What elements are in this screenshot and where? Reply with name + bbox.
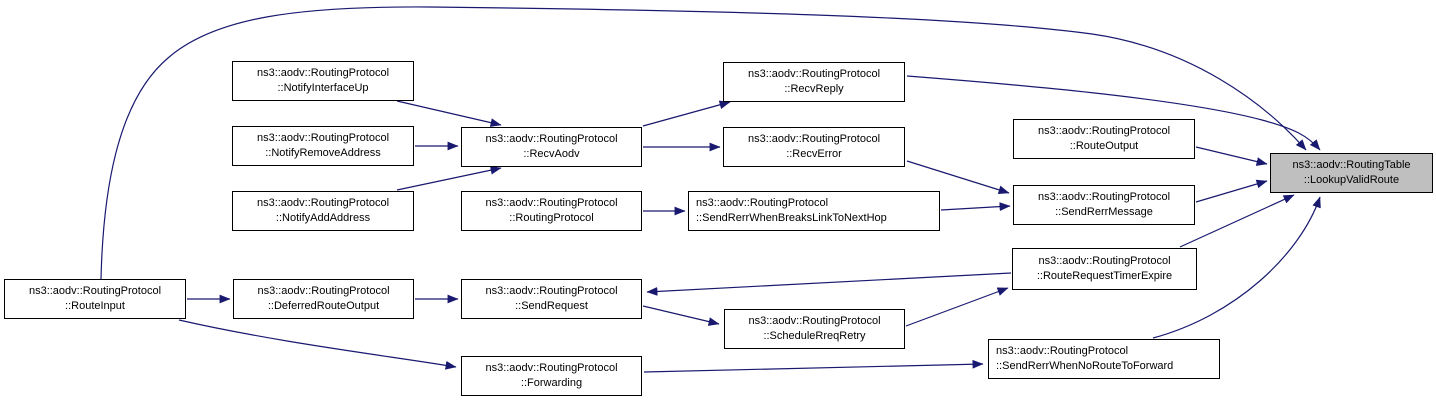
edge-route-input-to-lookup-valid-route <box>100 6 1307 280</box>
node-notify-add-address[interactable]: ns3::aodv::RoutingProtocol ::NotifyAddAd… <box>232 191 414 231</box>
node-label-line2: ::NotifyInterfaceUp <box>277 82 369 94</box>
edge-schedule-rreq-retry-to-route-request-timer-expire <box>905 287 1009 327</box>
node-route-request-timer-expire[interactable]: ns3::aodv::RoutingProtocol ::RouteReques… <box>1012 248 1197 290</box>
node-route-input[interactable]: ns3::aodv::RoutingProtocol ::RouteInput <box>4 279 186 319</box>
node-schedule-rreq-retry[interactable]: ns3::aodv::RoutingProtocol ::ScheduleRre… <box>724 309 905 349</box>
node-label-line1: ns3::aodv::RoutingProtocol <box>696 197 829 209</box>
node-label-line2: ::SendRerrMessage <box>1055 206 1153 218</box>
edge-recv-error-to-send-rerr-message <box>906 160 1010 195</box>
node-label-line2: ::NotifyAddAddress <box>275 212 371 224</box>
node-label-line1: ns3::aodv::RoutingProtocol <box>748 315 881 327</box>
node-recv-reply[interactable]: ns3::aodv::RoutingProtocol ::RecvReply <box>723 62 905 102</box>
node-label-line2: ::RouteOutput <box>1069 140 1139 152</box>
node-label-line2: ::Forwarding <box>520 377 583 389</box>
node-route-output[interactable]: ns3::aodv::RoutingProtocol ::RouteOutput <box>1013 119 1195 159</box>
node-label-line2: ::SendRerrWhenNoRouteToForward <box>996 360 1174 372</box>
node-notify-interface-up[interactable]: ns3::aodv::RoutingProtocol ::NotifyInter… <box>232 61 414 101</box>
edge-recv-reply-to-lookup-valid-route <box>906 75 1321 151</box>
node-notify-remove-address[interactable]: ns3::aodv::RoutingProtocol ::NotifyRemov… <box>232 126 414 166</box>
node-label-line2: ::RecvError <box>786 148 842 160</box>
node-routing-protocol[interactable]: ns3::aodv::RoutingProtocol ::RoutingProt… <box>461 191 642 231</box>
node-label-line1: ns3::aodv::RoutingProtocol <box>747 133 881 145</box>
node-label-line2: ::RouteRequestTimerExpire <box>1036 270 1173 282</box>
edge-send-rerr-when-breaks-link-to-next-hop-to-send-rerr-message <box>940 202 1011 211</box>
node-label-line2: ::LookupValidRoute <box>1303 174 1400 186</box>
node-label-line2: ::RecvReply <box>784 83 844 95</box>
edge-route-request-timer-expire-to-lookup-valid-route <box>1179 194 1295 248</box>
node-label-line1: ns3::aodv::RoutingProtocol <box>485 197 618 209</box>
node-recv-error[interactable]: ns3::aodv::RoutingProtocol ::RecvError <box>723 127 905 167</box>
node-label-line1: ns3::aodv::RoutingProtocol <box>1037 125 1171 137</box>
node-send-rerr-message[interactable]: ns3::aodv::RoutingProtocol ::SendRerrMes… <box>1013 185 1195 225</box>
node-label-line1: ns3::aodv::RoutingProtocol <box>28 285 162 297</box>
node-label-line1: ns3::aodv::RoutingProtocol <box>256 67 390 79</box>
node-send-request[interactable]: ns3::aodv::RoutingProtocol ::SendRequest <box>461 279 642 319</box>
node-label-line1: ns3::aodv::RoutingProtocol <box>256 197 390 209</box>
edge-route-input-to-forwarding <box>178 319 457 370</box>
edge-forwarding-to-send-rerr-when-no-route-to-forward <box>643 359 984 373</box>
node-forwarding[interactable]: ns3::aodv::RoutingProtocol ::Forwarding <box>461 356 642 396</box>
edge-notify-interface-up-to-recv-aodv <box>396 100 502 127</box>
node-label-line2: ::RecvAodv <box>523 148 580 160</box>
node-label-line2: ::DeferredRouteOutput <box>267 300 380 312</box>
node-label-line2: ::SendRerrWhenBreaksLinkToNextHop <box>696 212 887 224</box>
node-label-line1: ns3::aodv::RoutingProtocol <box>485 133 618 145</box>
node-label-line1: ns3::aodv::RoutingProtocol <box>996 345 1129 357</box>
edge-send-rerr-message-to-lookup-valid-route <box>1195 179 1268 203</box>
node-label-line2: ::ScheduleRreqRetry <box>763 330 866 342</box>
edge-send-rerr-when-no-route-to-forward-to-lookup-valid-route <box>1152 196 1321 339</box>
node-label-line2: ::RoutingProtocol <box>509 212 594 224</box>
node-label-line1: ns3::aodv::RoutingTable <box>1292 159 1411 171</box>
node-label-line2: ::SendRequest <box>515 300 588 312</box>
node-label-line1: ns3::aodv::RoutingProtocol <box>1037 191 1171 203</box>
node-recv-aodv[interactable]: ns3::aodv::RoutingProtocol ::RecvAodv <box>461 127 642 167</box>
edge-route-output-to-lookup-valid-route <box>1195 146 1268 166</box>
node-label-line1: ns3::aodv::RoutingProtocol <box>485 362 618 374</box>
edge-route-request-timer-expire-to-send-request <box>646 272 1012 296</box>
node-lookup-valid-route: ns3::aodv::RoutingTable ::LookupValidRou… <box>1270 153 1433 193</box>
node-label-line2: ::NotifyRemoveAddress <box>265 147 381 159</box>
edge-send-request-to-schedule-rreq-retry <box>642 305 720 326</box>
node-send-rerr-when-breaks-link-to-next-hop[interactable]: ns3::aodv::RoutingProtocol ::SendRerrWhe… <box>688 191 940 231</box>
node-label-line1: ns3::aodv::RoutingProtocol <box>256 132 390 144</box>
node-label-line1: ns3::aodv::RoutingProtocol <box>257 285 390 297</box>
node-deferred-route-output[interactable]: ns3::aodv::RoutingProtocol ::DeferredRou… <box>233 279 414 319</box>
node-label-line2: ::RouteInput <box>65 300 125 312</box>
node-label-line1: ns3::aodv::RoutingProtocol <box>747 68 881 80</box>
node-label-line1: ns3::aodv::RoutingProtocol <box>485 285 618 297</box>
node-send-rerr-when-no-route-to-forward[interactable]: ns3::aodv::RoutingProtocol ::SendRerrWhe… <box>988 339 1220 379</box>
edge-notify-add-address-to-recv-aodv <box>396 165 502 191</box>
node-label-line1: ns3::aodv::RoutingProtocol <box>1038 255 1171 267</box>
edge-recv-aodv-to-recv-reply <box>642 100 731 127</box>
